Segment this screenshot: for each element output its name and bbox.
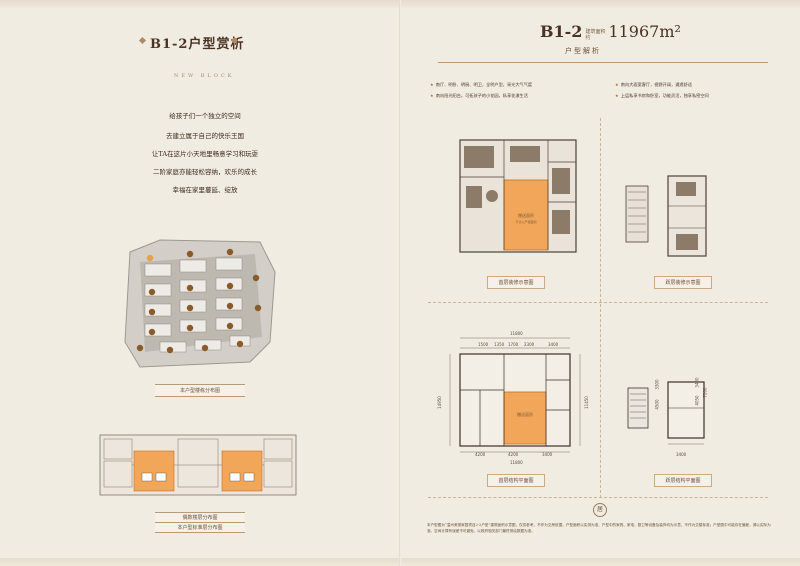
svg-text:赠送面积: 赠送面积: [517, 411, 533, 417]
unit-area: 11967m²: [608, 22, 681, 41]
left-title: B1-2户型赏析: [150, 37, 245, 52]
vertical-divider: [600, 118, 601, 498]
copy-line-3: 让TA在这片小天地里畅意学习和玩耍: [151, 150, 259, 158]
left-subtag: NEW BLOCK: [174, 73, 235, 79]
floor-caption-2: 本户型标准层分布图: [155, 522, 245, 533]
svg-text:不计入产权面积: 不计入产权面积: [515, 219, 536, 224]
dim-loft-5: 7200: [702, 387, 708, 398]
first-floor-furnished-plan: 赠送面积 不计入产权面积: [459, 139, 577, 253]
dim-top-4: 2300: [524, 342, 535, 347]
dim-side-left: 14950: [436, 396, 442, 409]
dim-loft-bottom: 3400: [676, 452, 687, 457]
page-fold: [399, 0, 401, 566]
feature-4: ★上层私享书房和卧室，功能灵活，独享私密空间: [615, 93, 709, 98]
feature-2: ★南向阳光阳台，可拓孩子的小花园，私享花漾生活: [430, 93, 528, 98]
floor-caption-1: 偶数楼层分布图: [155, 512, 245, 522]
bottom-divider: [428, 497, 768, 498]
title-diamond-left: [138, 36, 147, 45]
dim-loft-2: 4500: [654, 399, 660, 410]
dim-loft-4: 4050: [694, 395, 700, 406]
dim-bottom-2: 4200: [508, 452, 519, 457]
dim-top-3: 1700: [508, 342, 519, 347]
copy-line-5: 幸福在家里蔓延、绽放: [172, 186, 238, 194]
caption-first-furnished: 首层装修示意图: [487, 276, 545, 289]
unit-heading: B1-2 建筑面积约 11967m²: [540, 22, 681, 41]
caption-loft-furnished: 跃层装修示意图: [654, 276, 712, 289]
dim-side-right: 11450: [583, 396, 589, 409]
caption-first-structure: 首层结构平面图: [487, 474, 545, 487]
disclaimer-footnote: 本户型图为“温州美丽家园项目2-2户型”建筑面积示意图，仅供参考，不作为交房依据…: [427, 523, 771, 533]
header-rule: [438, 62, 768, 63]
site-plan-map: [124, 239, 276, 368]
dim-bottom-total: 11800: [510, 460, 523, 465]
site-caption: 本户型楼栋分布图: [155, 384, 245, 397]
horizontal-divider: [428, 302, 768, 303]
seal-badge: 居: [593, 503, 607, 517]
copy-line-2: 去建立属于自己的快乐王国: [166, 132, 244, 140]
feature-1: ★南厅、明卧、明厨、明卫，全明户型，采光大气气度: [430, 82, 533, 87]
dim-bottom-3: 3400: [542, 452, 553, 457]
unit-code: B1-2: [540, 22, 583, 41]
copy-line-4: 二阶家庭亦能轻松容纳，欢乐的成长: [153, 168, 257, 176]
dim-top-2: 1350: [494, 342, 505, 347]
dim-loft-1: 3300: [654, 379, 660, 390]
dim-top-5: 3400: [548, 342, 559, 347]
right-subtitle: 户型解析: [565, 47, 601, 55]
copy-line-1: 给孩子们一个独立的空间: [169, 112, 241, 120]
loft-furnished-plan: [625, 175, 707, 257]
dim-top-total: 11800: [510, 331, 523, 336]
caption-loft-structure: 跃层结构平面图: [654, 474, 712, 487]
highlight-label-upper: 赠送面积: [518, 212, 534, 218]
loft-structure-plan: [627, 381, 705, 445]
dim-loft-3: 3400: [694, 377, 700, 388]
dim-top-1: 1500: [478, 342, 489, 347]
dim-bottom-1: 4200: [475, 452, 486, 457]
area-label: 建筑面积约: [585, 29, 606, 41]
floor-layout-plan: [99, 434, 297, 496]
first-floor-structure-plan: 赠送面积: [449, 337, 581, 453]
feature-3: ★南向大面宽客厅，视野开阔，通透舒适: [615, 82, 692, 87]
